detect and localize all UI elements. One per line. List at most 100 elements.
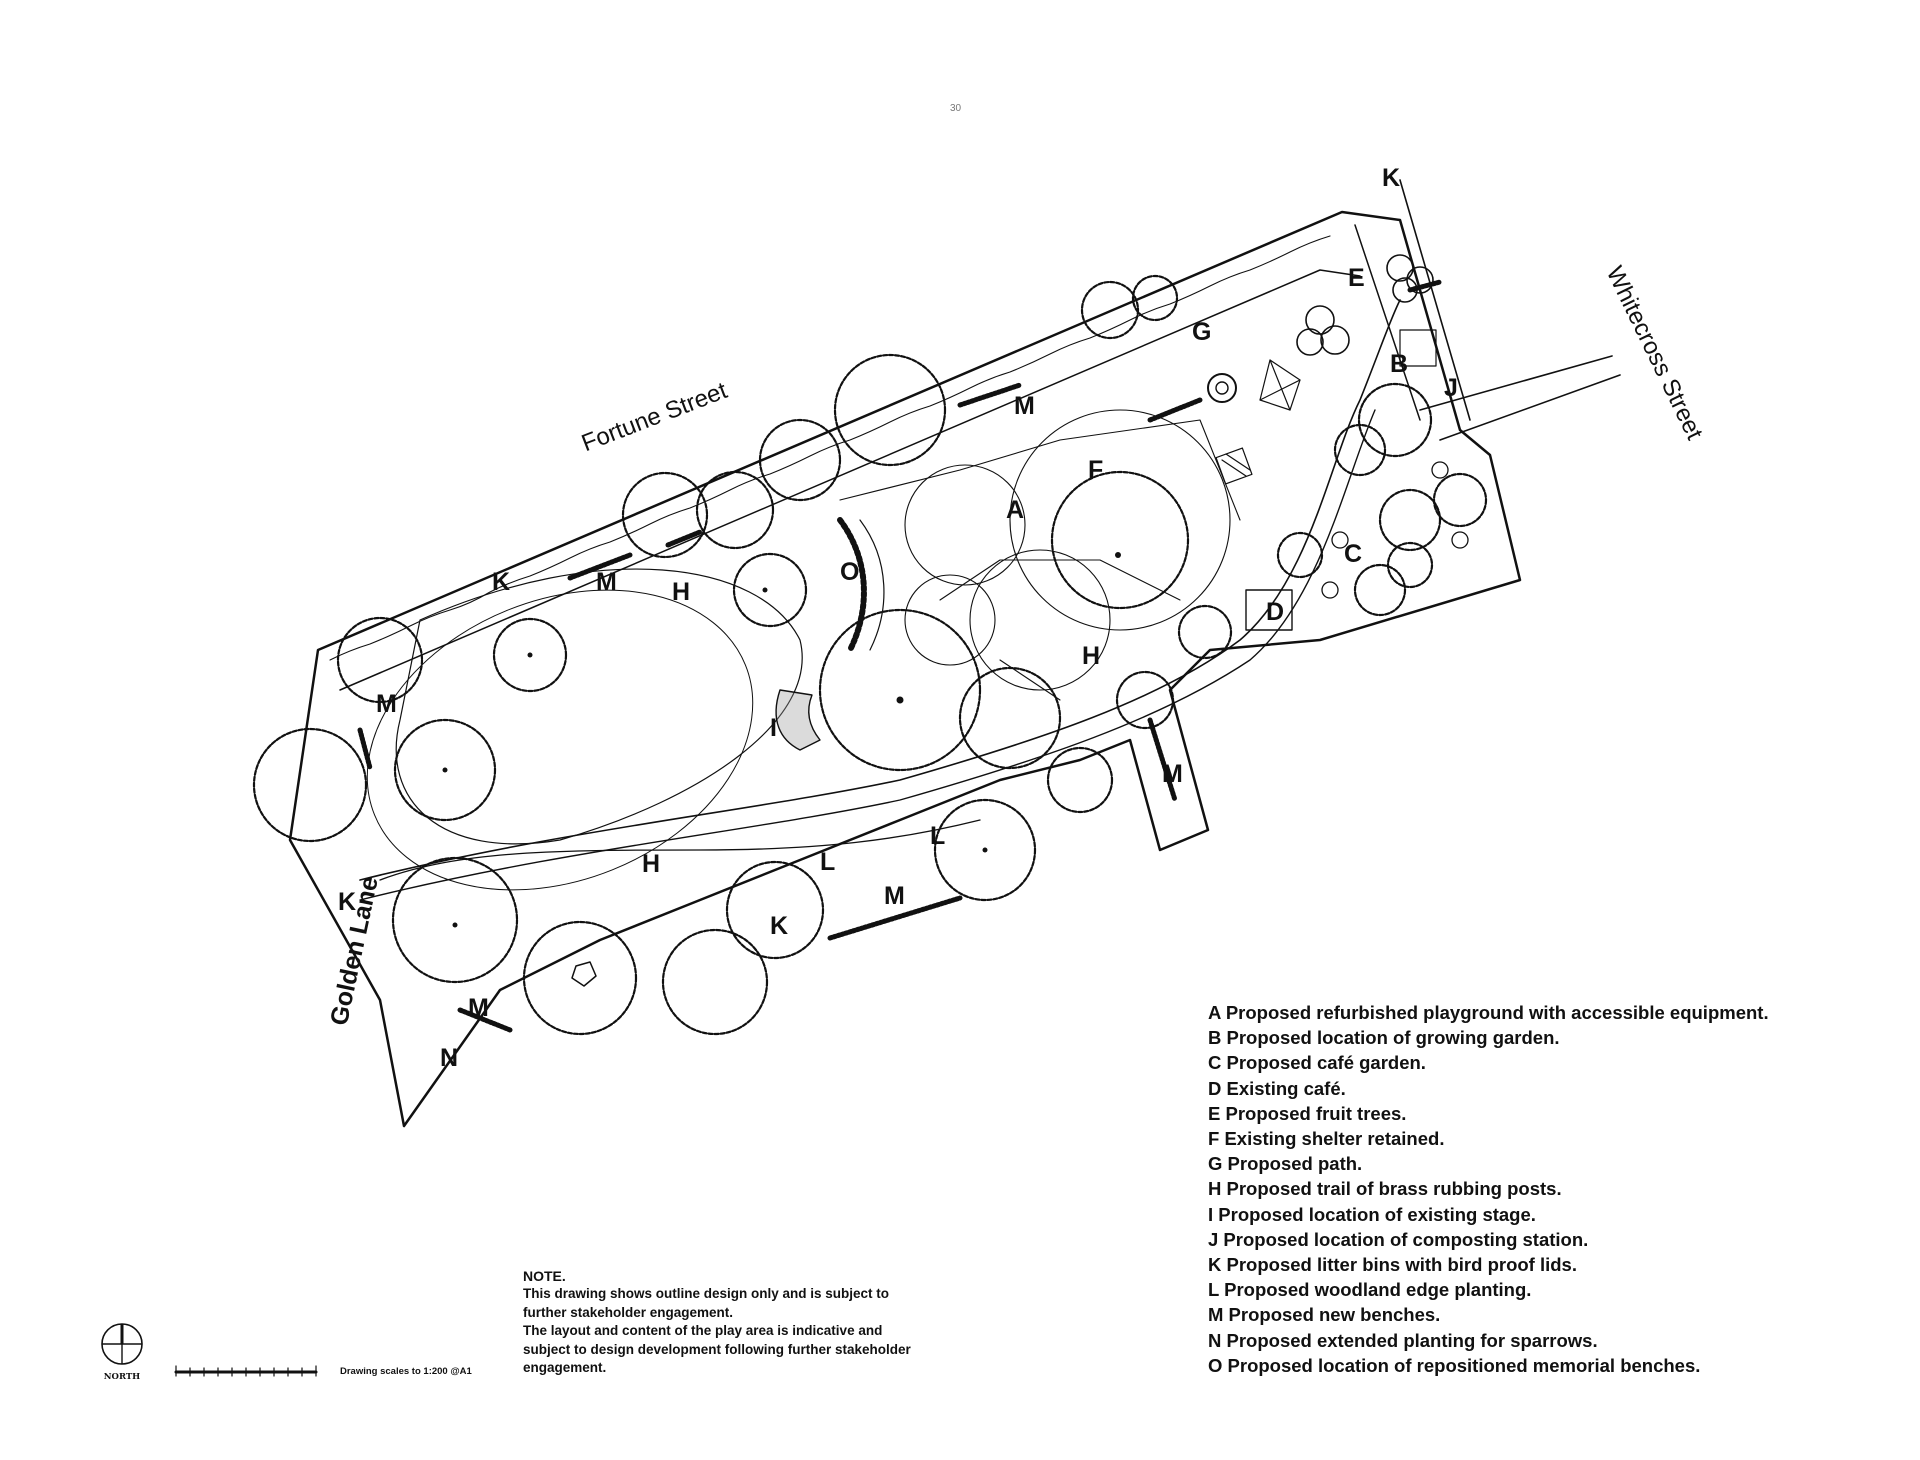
tree <box>1432 472 1488 528</box>
plan-marker: M <box>596 568 617 596</box>
tree <box>1131 274 1179 322</box>
legend-item: K Proposed litter bins with bird proof l… <box>1208 1254 1577 1276</box>
plan-marker: K <box>1382 164 1401 192</box>
north-arrow: NORTH <box>100 1322 144 1382</box>
tree <box>1115 670 1175 730</box>
legend-item: I Proposed location of existing stage. <box>1208 1203 1536 1225</box>
plan-marker: L <box>820 848 836 876</box>
scale-bar <box>174 1365 318 1377</box>
design-note: NOTE. This drawing shows outline design … <box>523 1267 973 1377</box>
plan-marker: K <box>338 888 357 916</box>
tree <box>1046 746 1114 814</box>
legend-item: F Existing shelter retained. <box>1208 1128 1445 1150</box>
tree <box>1276 531 1324 579</box>
tree <box>522 920 638 1036</box>
tree <box>252 727 368 843</box>
plan-marker: E <box>1348 264 1365 292</box>
legend-item: H Proposed trail of brass rubbing posts. <box>1208 1178 1562 1200</box>
plan-marker: K <box>492 568 511 596</box>
fountain <box>1207 373 1237 403</box>
tree <box>695 470 775 550</box>
scale-label: Drawing scales to 1:200 @A1 <box>340 1366 472 1377</box>
tree <box>732 552 808 628</box>
tree <box>1353 563 1407 617</box>
legend-item: E Proposed fruit trees. <box>1208 1102 1407 1124</box>
lower-path <box>379 819 981 881</box>
plan-marker: B <box>1390 350 1409 378</box>
north-label: NORTH <box>103 1372 141 1382</box>
stage <box>775 689 821 751</box>
legend-item: G Proposed path. <box>1208 1153 1363 1175</box>
lawn-oval <box>395 568 803 845</box>
fortune-street-inner-edge <box>339 269 1361 691</box>
north-arrow-icon <box>101 1323 143 1365</box>
legend-item: B Proposed location of growing garden. <box>1208 1027 1560 1049</box>
tree <box>958 666 1062 770</box>
plan-marker: C <box>1344 540 1363 568</box>
tree <box>661 928 769 1036</box>
tree <box>1357 382 1433 458</box>
note-line: The layout and content of the play area … <box>523 1323 883 1339</box>
legend-item: D Existing café. <box>1208 1077 1346 1099</box>
tree <box>1177 604 1233 660</box>
legend-item: M Proposed new benches. <box>1208 1304 1441 1326</box>
pentagon-feature <box>571 961 597 987</box>
tree <box>391 856 519 984</box>
legend: A Proposed refurbished playground with a… <box>1208 1000 1908 1378</box>
plan-marker: L <box>930 822 946 850</box>
legend-item: N Proposed extended planting for sparrow… <box>1208 1329 1598 1351</box>
tree <box>336 616 424 704</box>
legend-item: A Proposed refurbished playground with a… <box>1208 1002 1769 1023</box>
note-line: engagement. <box>523 1360 607 1376</box>
tree <box>833 353 947 467</box>
plan-marker: D <box>1266 598 1285 626</box>
tree <box>393 718 497 822</box>
plan-marker: N <box>440 1044 459 1072</box>
plan-marker: H <box>642 850 661 878</box>
plan-marker: M <box>376 690 397 718</box>
plan-marker: H <box>672 578 691 606</box>
legend-item: L Proposed woodland edge planting. <box>1208 1279 1532 1301</box>
page-number: 30 <box>950 103 962 114</box>
plan-marker: J <box>1444 374 1458 402</box>
tree <box>1333 423 1387 477</box>
benches <box>357 279 1443 1033</box>
cafe-tables <box>1321 461 1469 599</box>
legend-item: J Proposed location of composting statio… <box>1208 1228 1589 1250</box>
note-line: This drawing shows outline design only a… <box>523 1286 890 1302</box>
plan-marker: A <box>1006 496 1025 524</box>
plan-marker: M <box>468 994 489 1022</box>
fortune-planting-bed <box>329 235 1331 661</box>
memorial-benches-arc <box>837 517 867 653</box>
fruit-trees <box>1296 254 1434 356</box>
note-line: subject to design development following … <box>523 1341 911 1357</box>
playground-area <box>839 409 1241 701</box>
tree <box>621 471 709 559</box>
site-boundary <box>288 210 1522 1128</box>
tree <box>1080 280 1140 340</box>
tree <box>1386 541 1434 589</box>
note-line: further stakeholder engagement. <box>523 1304 734 1320</box>
plan-marker: M <box>1162 760 1183 788</box>
plan-marker: H <box>1082 642 1101 670</box>
main-path <box>359 299 1401 881</box>
plan-marker: I <box>770 714 777 742</box>
whitecross-street-spur <box>1419 355 1621 441</box>
tree <box>818 608 982 772</box>
plan-marker: K <box>770 912 789 940</box>
plan-marker: F <box>1088 456 1104 484</box>
tree <box>933 798 1037 902</box>
legend-item: O Proposed location of repositioned memo… <box>1208 1354 1701 1376</box>
legend-item: C Proposed café garden. <box>1208 1052 1426 1074</box>
tree-canopies <box>252 274 1488 1036</box>
tree <box>1378 488 1442 552</box>
tree <box>725 860 825 960</box>
tree <box>1050 470 1190 610</box>
plan-marker: O <box>840 558 860 586</box>
shelter-features <box>1215 329 1437 631</box>
plan-marker: G <box>1192 318 1212 346</box>
plan-marker: M <box>1014 392 1035 420</box>
tree-trunks <box>442 552 1121 928</box>
plan-marker: M <box>884 882 905 910</box>
